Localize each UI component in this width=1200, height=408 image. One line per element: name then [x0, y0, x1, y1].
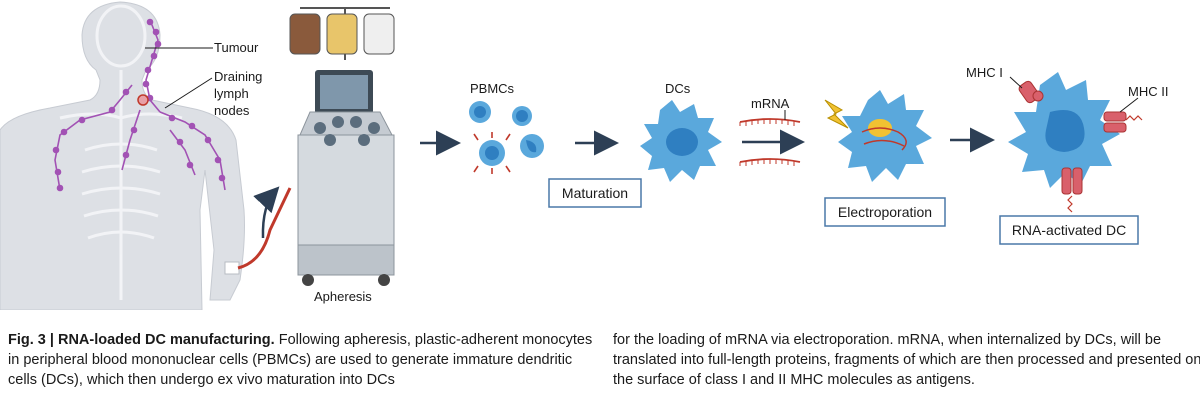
- tumour-marker: [137, 94, 149, 106]
- lymph-network: [52, 18, 226, 192]
- human-body: [0, 1, 292, 310]
- dendritic-cell: [640, 100, 722, 182]
- caption-figure-number: Fig. 3 | RNA-loaded DC manufacturing.: [8, 332, 275, 348]
- caption-text-1: Following apheresis, plastic-adherent mo…: [8, 332, 593, 388]
- rna-activated-dc: [1008, 72, 1143, 213]
- caption-column-1: Fig. 3 | RNA-loaded DC manufacturing. Fo…: [8, 330, 593, 390]
- mrna-strands: [739, 118, 801, 166]
- mhc-ii-molecule-bottom: [1061, 167, 1083, 213]
- caption-column-2: for the loading of mRNA via electroporat…: [613, 330, 1200, 390]
- label-lymph: lymph: [214, 86, 249, 101]
- figure-diagram: Tumour Draining lymph nodes Apheresis: [0, 1, 1168, 310]
- step-electroporation: Electroporation: [824, 197, 946, 227]
- label-mhc-i: MHC I: [966, 65, 1003, 80]
- iv-tube: [237, 187, 292, 270]
- mhc-ii-molecule: [1103, 111, 1143, 133]
- lightning-icon: [824, 99, 849, 129]
- iv-bandage: [224, 261, 240, 275]
- label-pbmcs: PBMCs: [470, 81, 515, 96]
- caption-text-2: for the loading of mRNA via electroporat…: [613, 332, 1200, 388]
- pbmc-cells: [469, 101, 544, 174]
- label-nodes: nodes: [214, 103, 250, 118]
- mhc-i-molecule: [1018, 80, 1044, 104]
- label-mhc-ii: MHC II: [1128, 84, 1168, 99]
- step-maturation: Maturation: [548, 178, 642, 208]
- step-rna-activated-dc: RNA-activated DC: [999, 215, 1139, 245]
- label-mrna: mRNA: [751, 96, 790, 111]
- svg-text:Maturation: Maturation: [562, 185, 628, 201]
- label-draining: Draining: [214, 69, 262, 84]
- svg-text:RNA-activated DC: RNA-activated DC: [1012, 222, 1126, 238]
- electroporated-dc: [838, 90, 932, 182]
- label-apheresis: Apheresis: [314, 289, 372, 304]
- svg-text:Electroporation: Electroporation: [838, 204, 932, 220]
- label-dcs: DCs: [665, 81, 691, 96]
- apheresis-machine: [289, 7, 395, 286]
- arrow-body-to-machine: [253, 186, 280, 239]
- label-tumour: Tumour: [214, 40, 259, 55]
